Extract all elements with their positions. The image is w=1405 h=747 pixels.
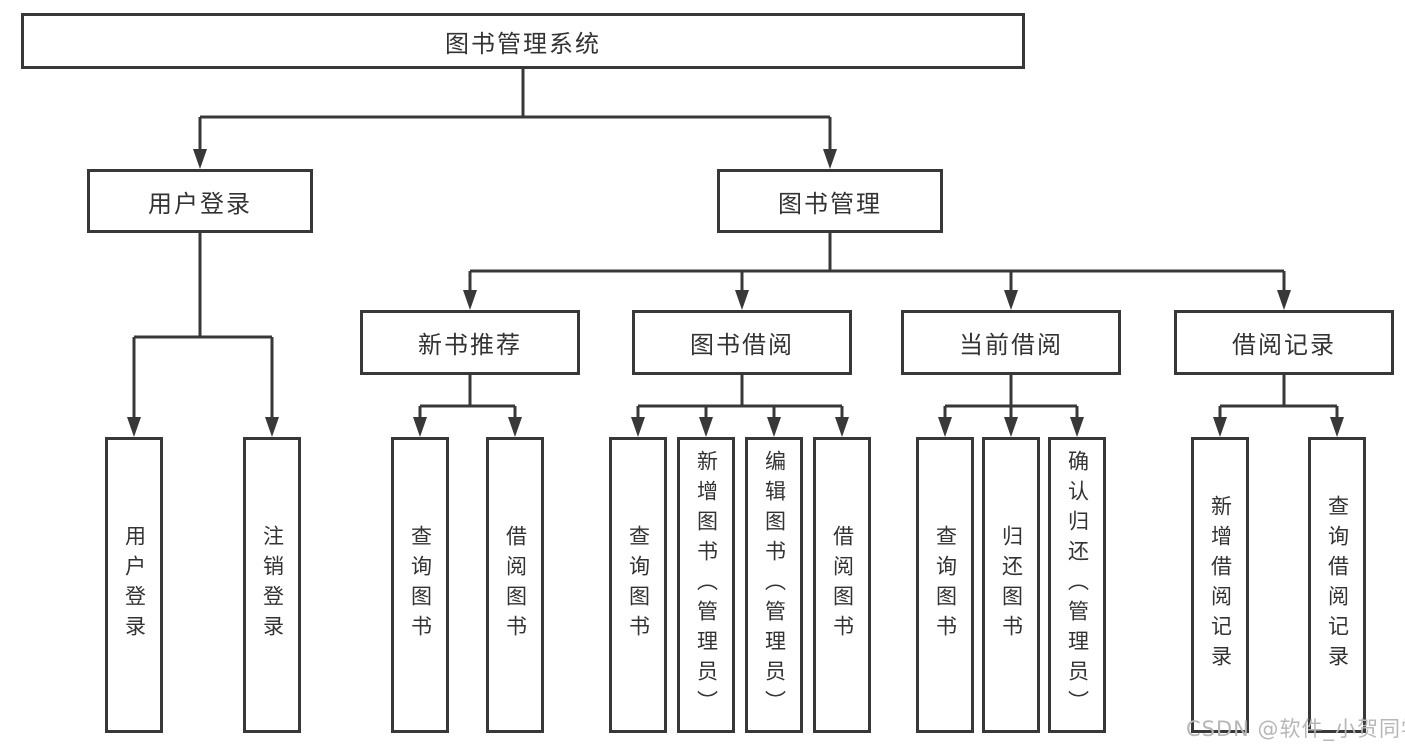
node-label: 借阅记录 — [1232, 331, 1336, 359]
arrowhead-down — [265, 417, 279, 437]
node-label: 查询图书 — [933, 525, 958, 645]
arrowhead-down — [1213, 417, 1227, 437]
arrowhead-down — [508, 417, 522, 437]
arrowhead-down — [1277, 290, 1291, 310]
connector-current-borrowing-to-leaves — [943, 375, 1079, 423]
leaf-query-books-newbook: 查询图书 — [391, 437, 449, 733]
node-label: 新书推荐 — [418, 331, 522, 359]
node-label: 确认归还（管理员） — [1065, 450, 1090, 720]
leaf-logout-login: 注销登录 — [243, 437, 301, 733]
leaf-return-books: 归还图书 — [982, 437, 1040, 733]
connector-book-borrowing-to-leaves — [636, 375, 844, 423]
connector-book-management-to-level3 — [468, 233, 1286, 296]
arrowhead-down — [127, 417, 141, 437]
node-book-borrowing: 图书借阅 — [632, 310, 852, 375]
arrowhead-down — [631, 417, 645, 437]
arrowhead-down — [463, 290, 477, 310]
leaf-query-books-current: 查询图书 — [916, 437, 974, 733]
arrowhead-down — [413, 417, 427, 437]
connector-borrow-records-to-leaves — [1218, 375, 1339, 423]
connector-user-login-to-leaves — [132, 233, 274, 423]
connector-root-to-level2 — [198, 69, 832, 155]
node-label: 图书管理系统 — [445, 29, 601, 58]
arrowhead-down — [1330, 417, 1344, 437]
node-label: 当前借阅 — [959, 331, 1063, 359]
node-label: 新增借阅记录 — [1208, 495, 1233, 675]
node-label: 借阅图书 — [830, 525, 855, 645]
arrowhead-down — [193, 149, 207, 169]
leaf-borrow-books: 借阅图书 — [813, 437, 871, 733]
node-label: 查询图书 — [408, 525, 433, 645]
node-user-login: 用户登录 — [87, 169, 313, 233]
leaf-user-login: 用户登录 — [105, 437, 163, 733]
node-label: 新增图书（管理员） — [694, 450, 719, 720]
node-label: 编辑图书（管理员） — [762, 450, 787, 720]
leaf-add-books-admin: 新增图书（管理员） — [677, 437, 735, 733]
node-label: 归还图书 — [999, 525, 1024, 645]
arrowhead-down — [735, 290, 749, 310]
arrowhead-down — [938, 417, 952, 437]
connector-new-book-to-leaves — [418, 375, 517, 423]
node-label: 图书借阅 — [690, 331, 794, 359]
leaf-add-borrow-record: 新增借阅记录 — [1191, 437, 1249, 733]
node-label: 用户登录 — [148, 189, 252, 218]
arrowhead-down — [835, 417, 849, 437]
leaf-query-books-borrowing: 查询图书 — [609, 437, 667, 733]
node-borrowing-records: 借阅记录 — [1174, 310, 1394, 375]
arrowhead-down — [767, 417, 781, 437]
leaf-confirm-return-admin: 确认归还（管理员） — [1048, 437, 1106, 733]
node-library-system: 图书管理系统 — [21, 13, 1025, 69]
arrowhead-down — [1004, 417, 1018, 437]
node-label: 查询图书 — [626, 525, 651, 645]
node-label: 借阅图书 — [503, 525, 528, 645]
node-book-management: 图书管理 — [717, 169, 943, 233]
arrowhead-down — [699, 417, 713, 437]
node-label: 图书管理 — [778, 189, 882, 218]
arrowhead-down — [1004, 290, 1018, 310]
arrowhead-down — [823, 149, 837, 169]
node-label: 查询借阅记录 — [1325, 495, 1350, 675]
node-new-book-recommend: 新书推荐 — [360, 310, 580, 375]
leaf-borrow-books-newbook: 借阅图书 — [486, 437, 544, 733]
node-label: 用户登录 — [122, 525, 147, 645]
leaf-edit-books-admin: 编辑图书（管理员） — [745, 437, 803, 733]
node-label: 注销登录 — [260, 525, 285, 645]
arrowhead-down — [1070, 417, 1084, 437]
node-current-borrowing: 当前借阅 — [901, 310, 1121, 375]
leaf-query-borrow-record: 查询借阅记录 — [1308, 437, 1366, 733]
watermark: CSDN @软件_小贺同学 — [1186, 717, 1405, 741]
